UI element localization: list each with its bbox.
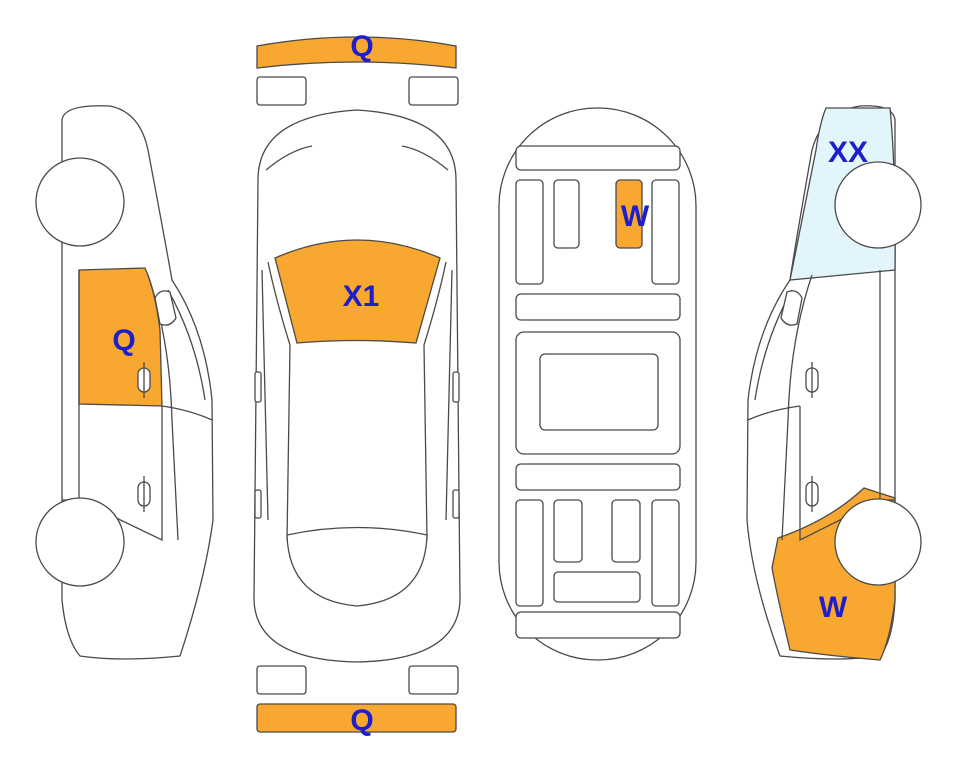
under-panel-left-tall: [515, 179, 544, 285]
under-panel-lower-bar: [515, 463, 681, 491]
front-left-light: [256, 76, 307, 106]
left-door-line-a: [78, 270, 163, 542]
under-panel-exhaust: [553, 571, 641, 603]
hood-line-right: [401, 145, 449, 171]
left-door-line-c: [147, 274, 179, 541]
top-view: Q X1 Q: [253, 30, 461, 737]
under-panel-lower-left: [515, 499, 544, 607]
left-window-line: [167, 289, 206, 401]
hood-line-left: [265, 145, 313, 171]
underbody-damage-panel[interactable]: [615, 179, 643, 249]
under-panel-mid-bar: [515, 293, 681, 321]
left-side-window-line: [261, 269, 269, 521]
under-panel-right-tall: [651, 179, 680, 285]
front-right-light: [408, 76, 459, 106]
left-rear-handle: [254, 489, 262, 519]
right-side-mirror: [780, 290, 803, 326]
rear-left-light: [256, 665, 307, 695]
left-front-wheel: [35, 157, 125, 247]
right-side-view: XX W: [746, 105, 922, 661]
windshield-panel[interactable]: [274, 239, 441, 344]
right-front-handle: [805, 362, 819, 398]
under-panel-top: [515, 145, 681, 171]
right-mirror: [452, 371, 460, 403]
under-panel-bottom: [515, 611, 681, 639]
rear-bumper-label: Q: [350, 704, 373, 737]
left-door-line-b: [161, 405, 213, 421]
right-rear-wheel: [834, 498, 922, 586]
right-rear-quarter-label: W: [819, 591, 848, 624]
right-front-wheel: [834, 161, 922, 249]
left-mirror: [254, 371, 262, 403]
left-side-mirror: [154, 290, 177, 326]
under-panel-center: [539, 353, 659, 431]
left-rear-handle-side: [137, 476, 151, 512]
rear-bumper-panel[interactable]: [256, 703, 457, 733]
right-front-fender-label: XX: [828, 136, 868, 169]
left-front-door-label: Q: [112, 324, 135, 357]
under-panel-lower-inner-right: [611, 499, 641, 563]
rear-right-light: [408, 665, 459, 695]
right-rear-handle: [452, 489, 460, 519]
underbody-label: W: [621, 200, 650, 233]
under-panel-left-inner: [553, 179, 580, 249]
windshield-label: X1: [343, 280, 380, 313]
under-panel-lower-inner-left: [553, 499, 583, 563]
front-bumper-label: Q: [350, 30, 373, 63]
right-pillar-line: [423, 261, 447, 541]
right-door-line-b: [747, 405, 801, 421]
right-door-line-c: [781, 274, 813, 541]
left-front-handle: [137, 362, 151, 398]
rear-window: [286, 526, 428, 607]
right-door-line-a: [799, 270, 881, 542]
underbody-view: W: [498, 107, 697, 661]
front-bumper-panel[interactable]: [256, 36, 457, 69]
left-side-view: Q: [35, 105, 214, 660]
left-pillar-line: [267, 261, 291, 541]
right-side-window-line: [445, 269, 453, 521]
under-panel-lower-right: [651, 499, 680, 607]
right-rear-handle-side: [805, 476, 819, 512]
left-rear-wheel: [35, 497, 125, 587]
